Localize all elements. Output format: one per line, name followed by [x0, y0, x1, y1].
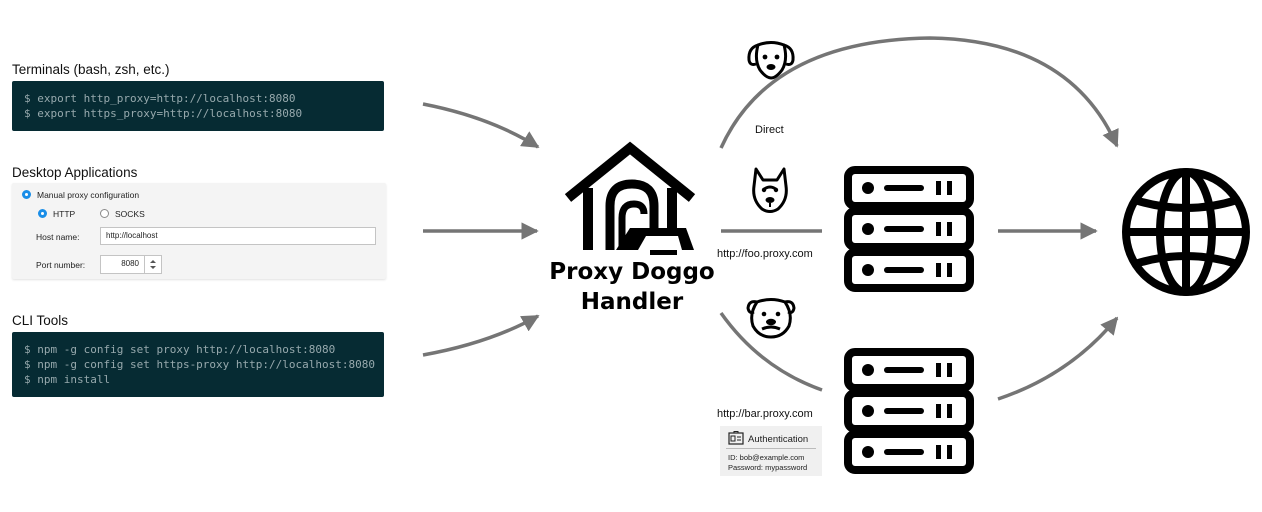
handler-title-line2: Handler [580, 289, 684, 315]
direct-arrow [719, 36, 1119, 149]
terminal-line: $ export http_proxy=http://localhost:808… [24, 92, 296, 105]
globe-icon [1122, 168, 1250, 296]
auth-id: ID: bob@example.com [728, 453, 805, 462]
socks-radio[interactable] [100, 209, 109, 218]
manual-proxy-label: Manual proxy configuration [37, 190, 140, 200]
cli-line: $ npm install [24, 373, 111, 386]
port-number-input[interactable]: 8080 [100, 255, 162, 274]
auth-title: Authentication [748, 434, 809, 445]
port-number-label: Port number: [36, 260, 86, 270]
http-label: HTTP [53, 209, 76, 219]
dog-icon [747, 41, 795, 80]
bar-proxy-label: http://bar.proxy.com [717, 408, 813, 420]
handler-title-line1: Proxy Doggo [549, 259, 715, 285]
bar-server-icon [844, 348, 974, 474]
terminal-line: $ export https_proxy=http://localhost:80… [24, 107, 303, 120]
terminals-title: Terminals (bash, zsh, etc.) [12, 62, 170, 77]
auth-password: Password: mypassword [728, 463, 808, 472]
terminals-code-block: $ export http_proxy=http://localhost:808… [12, 81, 384, 131]
cli-line: $ npm -g config set https-proxy http://l… [24, 358, 375, 371]
cli-arrow [422, 314, 540, 357]
terminals-arrow [422, 102, 540, 149]
husky-icon [752, 167, 788, 213]
socks-label: SOCKS [115, 209, 145, 219]
authentication-card: Authentication ID: bob@example.com Passw… [720, 426, 822, 476]
bar-server-arrow [997, 316, 1119, 401]
manual-proxy-radio[interactable] [22, 190, 31, 199]
foo-proxy-label: http://foo.proxy.com [717, 248, 813, 260]
cli-title: CLI Tools [12, 313, 69, 328]
auth-divider [726, 448, 816, 449]
host-name-label: Host name: [36, 232, 80, 242]
desktop-title: Desktop Applications [12, 165, 138, 180]
handler-title: Proxy Doggo Handler [546, 257, 718, 317]
id-card-icon [728, 431, 744, 445]
doghouse-icon [564, 141, 696, 255]
host-name-input[interactable]: http://localhost [100, 227, 376, 245]
cli-code-block: $ npm -g config set proxy http://localho… [12, 332, 384, 397]
http-radio[interactable] [38, 209, 47, 218]
cli-line: $ npm -g config set proxy http://localho… [24, 343, 336, 356]
foo-server-icon [844, 166, 974, 292]
bar-line [719, 311, 823, 392]
bulldog-icon [746, 298, 796, 339]
direct-label: Direct [755, 124, 784, 136]
stepper-arrows-icon [150, 260, 156, 269]
proxy-settings-panel: Manual proxy configuration HTTP SOCKS Ho… [12, 183, 386, 279]
port-stepper[interactable] [144, 256, 161, 273]
